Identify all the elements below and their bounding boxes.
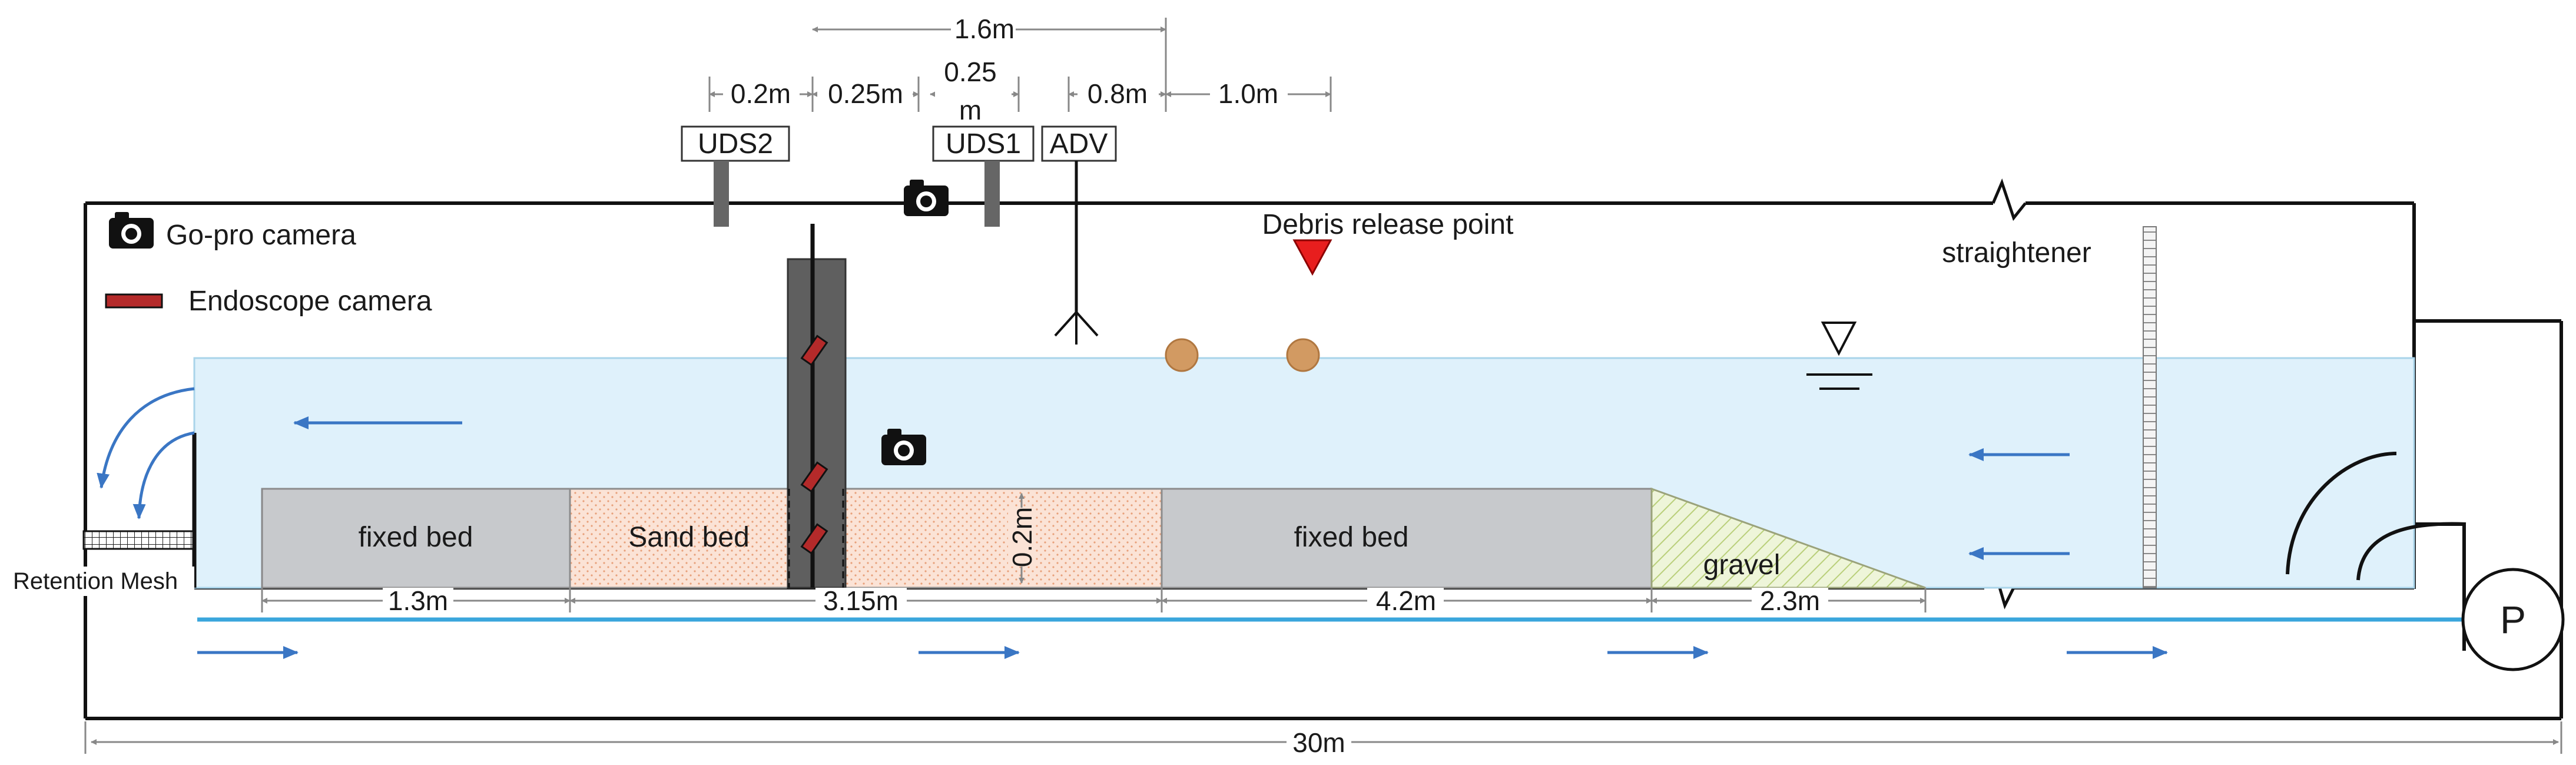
adv-sensor xyxy=(1041,125,1117,345)
uds2-sensor xyxy=(681,125,790,227)
uds1-label: UDS1 xyxy=(946,128,1021,160)
debris-log-2 xyxy=(1286,338,1320,372)
inlet-curve-outer xyxy=(2286,452,2397,575)
dim-total-top: 1.6m xyxy=(954,14,1015,44)
inlet-curve-inner xyxy=(2356,522,2466,581)
adv-label: ADV xyxy=(1050,128,1108,160)
sand-depth-dimension: 0.2m xyxy=(1007,493,1037,584)
dim-gravel: 2.3m xyxy=(1760,585,1820,616)
legend-gopro-label: Go-pro camera xyxy=(166,220,356,251)
dim-camera-uds1-b: m xyxy=(959,95,982,125)
dim-total-bottom: 30m xyxy=(1292,727,1345,758)
flow-straightener xyxy=(2143,226,2157,588)
uds1-sensor xyxy=(932,125,1035,227)
fixed-bed-2-label: fixed bed xyxy=(1294,522,1409,553)
legend-camera-icon xyxy=(109,212,154,249)
overflow-arrow-inner xyxy=(132,431,195,519)
straightener-label: straightener xyxy=(1942,237,2091,269)
debris-release-marker xyxy=(1292,239,1332,276)
uds2-label: UDS2 xyxy=(698,128,773,160)
endoscope-camera-icon xyxy=(800,335,828,555)
pump xyxy=(2461,568,2565,671)
dim-camera-uds1-a: 0.25 xyxy=(944,57,997,87)
dim-pier-camera: 0.25m xyxy=(828,78,903,109)
gravel-label: gravel xyxy=(1703,549,1781,581)
dim-fixed-bed-2: 4.2m xyxy=(1376,585,1436,616)
retention-mesh xyxy=(82,530,194,550)
camera-icon xyxy=(904,180,949,216)
legend-endoscope-label: Endoscope camera xyxy=(188,286,432,317)
sand-bed xyxy=(569,488,1163,589)
debris-release-label: Debris release point xyxy=(1262,209,1514,240)
sand-bed-label: Sand bed xyxy=(628,522,750,553)
legend xyxy=(105,212,163,309)
debris-log-1 xyxy=(1165,338,1199,372)
svg-text:0.2m: 0.2m xyxy=(1007,507,1037,567)
camera-icon xyxy=(881,429,926,465)
retention-mesh-label: Retention Mesh xyxy=(13,568,178,594)
fixed-bed-1-label: fixed bed xyxy=(359,522,473,553)
fixed-bed-2 xyxy=(1161,488,1653,589)
water-level-icon xyxy=(1806,322,1872,390)
dim-adv-release: 1.0m xyxy=(1218,78,1278,109)
dim-uds2-pier: 0.2m xyxy=(731,78,791,109)
dim-uds1-adv: 0.8m xyxy=(1088,78,1148,109)
dim-fixed-bed-1: 1.3m xyxy=(388,585,448,616)
legend-endoscope-icon xyxy=(105,293,163,309)
overflow-arrow-outer xyxy=(97,387,195,489)
dim-sand-bed: 3.15m xyxy=(823,585,899,616)
pump-label: P xyxy=(2500,598,2526,641)
